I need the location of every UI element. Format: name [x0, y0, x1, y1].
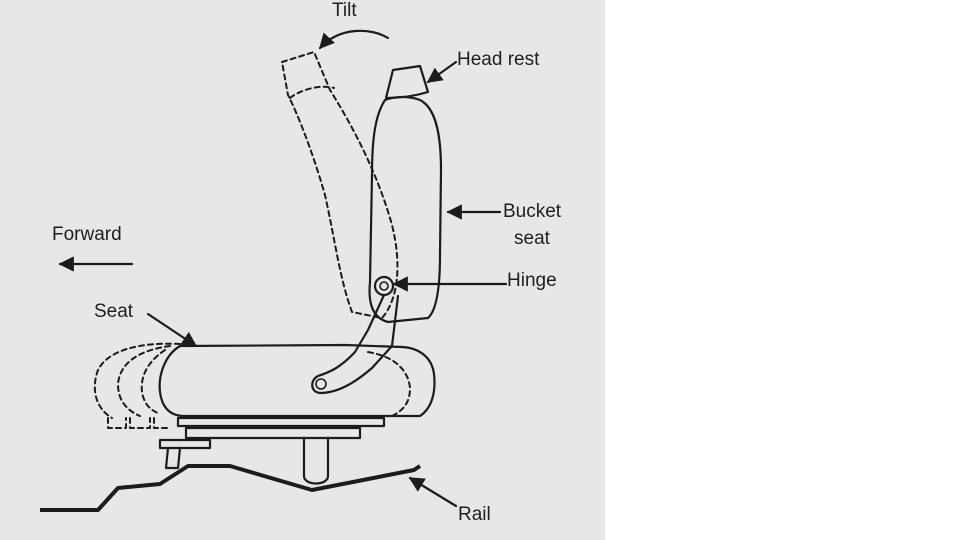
lower-frame [158, 438, 212, 450]
head-rest-label: Head rest [457, 49, 540, 70]
dashed-cushion-rear [367, 351, 411, 417]
dashed-cushion-front-1 [93, 342, 181, 419]
hinge-label: Hinge [507, 270, 557, 291]
seat-label: Seat [94, 301, 134, 322]
bucket-seat-label-line2: seat [514, 228, 550, 249]
headrest-shape [384, 64, 430, 100]
dashed-slider-feet [107, 417, 169, 429]
tilt-arrow [318, 29, 390, 50]
bucket-seat-label-line1: Bucket [503, 201, 562, 222]
rail-line [40, 464, 422, 512]
tilted-headrest-outline [289, 85, 335, 99]
front-leg [164, 446, 182, 470]
rail-leader [408, 476, 458, 508]
dashed-cushion-front-2 [117, 345, 171, 417]
bucket-seat-back [368, 95, 443, 324]
slider-plate [184, 426, 362, 440]
forward-label: Forward [52, 224, 122, 245]
rear-leg [302, 436, 330, 485]
diagram-panel: Tilt Head rest Bucket seat Forward Hinge… [0, 0, 605, 540]
recline-bracket [311, 293, 400, 395]
seat-base [176, 416, 386, 428]
bucket-seat-diagram [40, 29, 508, 512]
bracket-pivot [315, 378, 327, 390]
seat-cushion [158, 343, 436, 418]
dashed-cushion-front-3 [140, 349, 166, 415]
tilted-backrest-outline [281, 51, 399, 319]
rail-label: Rail [458, 504, 491, 525]
seat-leader [146, 312, 198, 348]
hinge-outer [373, 275, 395, 297]
hinge-inner [379, 281, 389, 291]
headrest-leader [426, 60, 458, 84]
tilt-label: Tilt [332, 0, 357, 21]
